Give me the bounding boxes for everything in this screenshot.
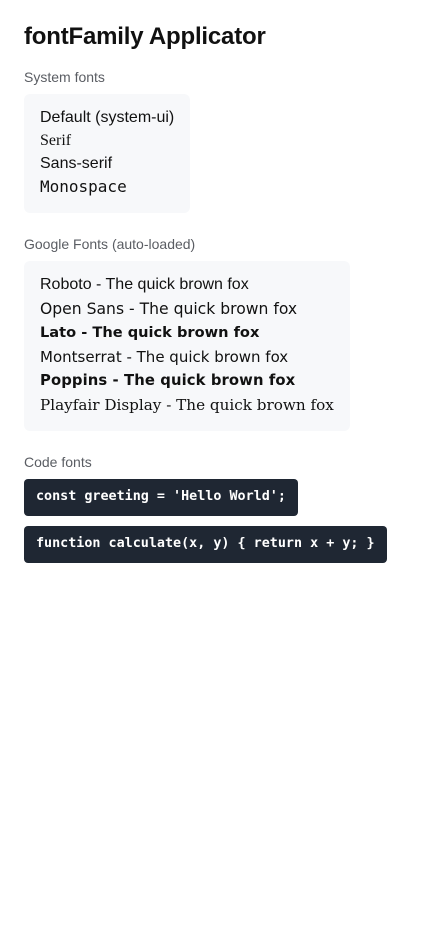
system-default-sample: Default (system-ui)	[40, 109, 175, 126]
playfair-display-sample: Playfair Display - The quick brown fox	[40, 396, 334, 414]
page-title: fontFamily Applicator	[24, 23, 266, 50]
system-fonts-card: Default (system-ui) Serif Sans-serif Mon…	[24, 94, 191, 213]
code-sample-function: function calculate(x, y) { return x + y;…	[24, 526, 387, 563]
poppins-sample: Poppins - The quick brown fox	[40, 372, 296, 389]
google-fonts-card: Roboto - The quick brown fox Open Sans -…	[24, 261, 350, 431]
open-sans-sample: Open Sans - The quick brown fox	[40, 300, 298, 318]
code-row-greeting: const greeting = 'Hello World';	[24, 479, 406, 526]
code-row-function: function calculate(x, y) { return x + y;…	[24, 526, 406, 573]
system-monospace-sample: Monospace	[40, 177, 127, 196]
page-container: fontFamily Applicator System fonts Defau…	[24, 20, 406, 573]
system-sans-serif-sample: Sans-serif	[40, 155, 113, 172]
code-fonts-label: Code fonts	[24, 454, 92, 470]
google-fonts-label: Google Fonts (auto-loaded)	[24, 236, 196, 252]
roboto-sample: Roboto - The quick brown fox	[40, 276, 249, 293]
system-fonts-label: System fonts	[24, 69, 105, 85]
code-sample-greeting: const greeting = 'Hello World';	[24, 479, 298, 516]
system-serif-sample: Serif	[40, 132, 72, 149]
montserrat-sample: Montserrat - The quick brown fox	[40, 348, 289, 366]
lato-sample: Lato - The quick brown fox	[40, 324, 260, 341]
